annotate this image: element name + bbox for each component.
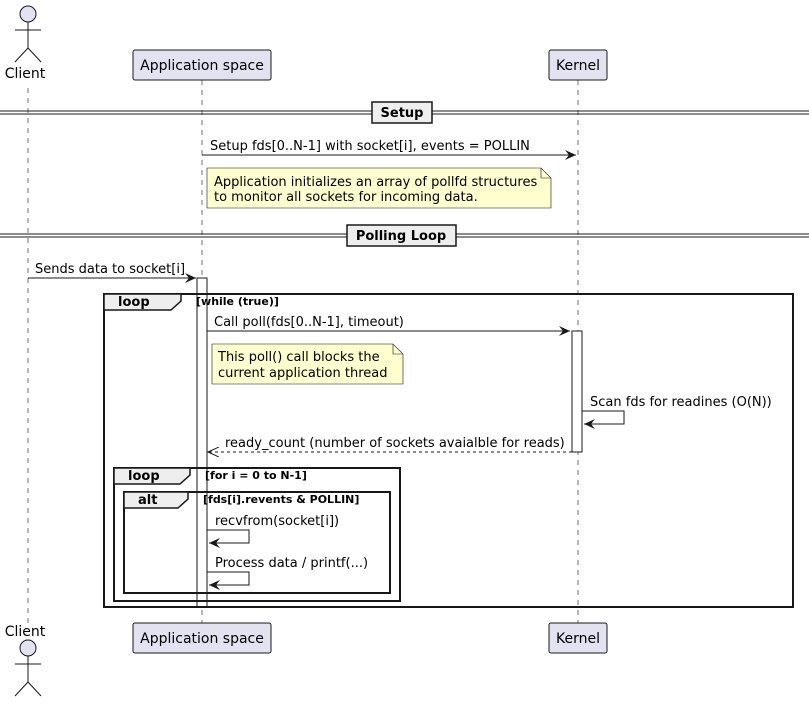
outer-loop-fragment: loop [while (true)] (103, 293, 794, 608)
process-data-message: Process data / printf(...) (207, 556, 368, 590)
blocks-note: This poll() call blocks the current appl… (211, 343, 404, 385)
blocks-note-line-2: current application thread (218, 366, 387, 381)
init-note: Application initializes an array of poll… (206, 167, 552, 209)
app-label-bottom: Application space (140, 631, 264, 647)
sends-data-message: Sends data to socket[i] (28, 262, 196, 283)
setup-fds-message: Setup fds[0..N-1] with socket[i], events… (202, 139, 576, 160)
recvfrom-message: recvfrom(socket[i]) (207, 514, 339, 548)
app-label-top: Application space (140, 58, 264, 74)
polling-separator: Polling Loop (0, 224, 809, 247)
kernel-label-bottom: Kernel (556, 631, 600, 647)
client-actor-bottom: Client (5, 624, 46, 697)
client-actor-top: Client (5, 5, 46, 82)
ready-count-label: ready_count (number of sockets avaialble… (225, 436, 565, 451)
alt-fragment: alt [fds[i].revents & POLLIN] (123, 491, 391, 594)
sends-data-label: Sends data to socket[i] (35, 262, 185, 277)
setup-separator-label: Setup (381, 106, 424, 121)
app-participant-bottom: Application space (132, 622, 272, 654)
app-participant-top: Application space (132, 49, 272, 81)
process-data-label: Process data / printf(...) (215, 556, 368, 571)
alt-guard: [fds[i].revents & POLLIN] (203, 493, 359, 506)
call-poll-message: Call poll(fds[0..N-1], timeout) (207, 315, 570, 336)
outer-loop-guard: [while (true)] (196, 295, 279, 308)
kernel-participant-top: Kernel (548, 49, 608, 81)
init-note-line-1: Application initializes an array of poll… (214, 175, 537, 190)
outer-loop-operator: loop (118, 295, 150, 310)
inner-loop-operator: loop (128, 469, 160, 484)
setup-fds-label: Setup fds[0..N-1] with socket[i], events… (210, 139, 530, 154)
setup-separator: Setup (0, 101, 809, 124)
client-label-top: Client (5, 66, 46, 82)
init-note-line-2: to monitor all sockets for incoming data… (214, 190, 478, 205)
call-poll-label: Call poll(fds[0..N-1], timeout) (214, 315, 404, 330)
polling-separator-label: Polling Loop (356, 229, 446, 244)
scan-fds-message: Scan fds for readines (O(N)) (582, 395, 772, 429)
alt-operator: alt (138, 493, 157, 508)
kernel-label-top: Kernel (556, 58, 600, 74)
inner-loop-guard: [for i = 0 to N-1] (205, 469, 307, 482)
ready-count-message: ready_count (number of sockets avaialble… (208, 436, 572, 452)
scan-fds-label: Scan fds for readines (O(N)) (590, 395, 772, 410)
inner-loop-fragment: loop [for i = 0 to N-1] (113, 467, 401, 602)
blocks-note-line-1: This poll() call blocks the (217, 350, 380, 365)
client-label-bottom: Client (5, 624, 46, 640)
kernel-participant-bottom: Kernel (548, 622, 608, 654)
kernel-activation-bar (571, 330, 583, 453)
recvfrom-label: recvfrom(socket[i]) (215, 514, 339, 529)
app-activation-bar (196, 277, 208, 608)
